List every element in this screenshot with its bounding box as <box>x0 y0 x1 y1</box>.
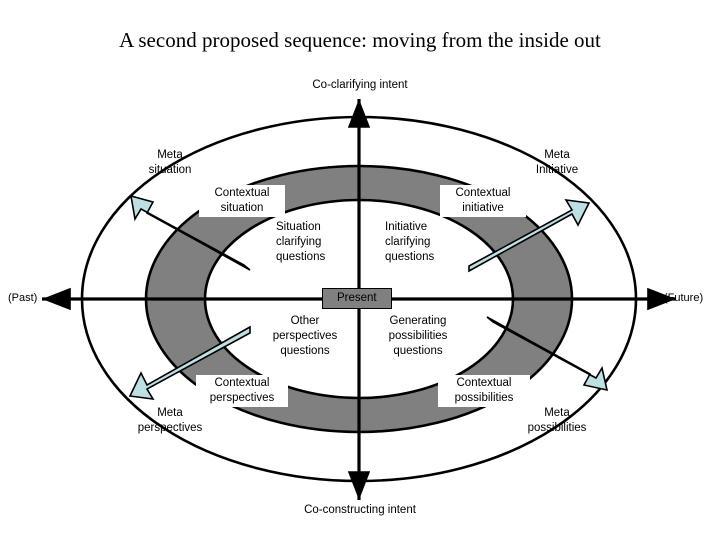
arrow-lower-right <box>486 316 609 392</box>
arrow-lower-left <box>128 325 251 401</box>
label-meta-initiative: Meta Initiative <box>535 149 579 176</box>
label-meta-situation: Meta situation <box>148 149 192 176</box>
label-generating-possibilities-questions: Generating possibilities questions <box>388 315 448 357</box>
label-meta-possibilities: Meta possibilities <box>527 407 587 434</box>
axis-label-bottom: Co-constructing intent <box>304 504 416 516</box>
label-other-perspectives-questions: Other perspectives questions <box>272 315 338 357</box>
label-contextual-possibilities: Contextual possibilities <box>438 375 530 407</box>
label-meta-perspectives: Meta perspectives <box>137 407 203 434</box>
arrow-upper-right <box>468 198 591 273</box>
label-contextual-initiative: Contextual initiative <box>440 185 526 217</box>
axis-label-top: Co-clarifying intent <box>312 79 408 91</box>
label-initiative-clarifying-questions: Initiative clarifying questions <box>385 221 435 263</box>
label-contextual-situation: Contextual situation <box>199 185 285 217</box>
label-contextual-perspectives: Contextual perspectives <box>196 375 288 407</box>
arrow-upper-left <box>129 194 251 271</box>
axis-label-right: (Future) <box>664 292 704 304</box>
label-situation-clarifying-questions: Situation clarifying questions <box>276 221 326 263</box>
page-title: A second proposed sequence: moving from … <box>119 28 601 52</box>
present-box: Present <box>322 288 392 309</box>
axis-label-left: (Past) <box>8 292 38 304</box>
